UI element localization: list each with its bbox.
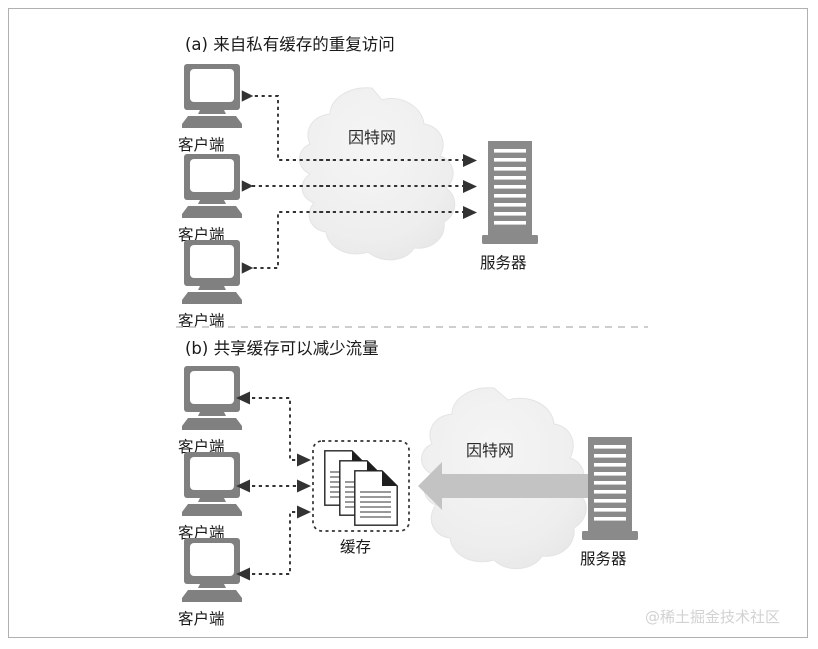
conn-b-client-1 (252, 397, 307, 461)
cache-doc-3 (354, 470, 398, 526)
panel-b-client-2-label: 客户端 (178, 524, 225, 542)
panel-a-client-3-label: 客户端 (178, 312, 225, 330)
panel-a-server-label: 服务器 (480, 254, 527, 272)
panel-a-client-2: 客户端 (178, 154, 242, 244)
panel-b-client-3-label: 客户端 (178, 610, 225, 628)
panel-b-cloud-label: 因特网 (466, 441, 514, 460)
panel-a-server-arrowheads (463, 154, 477, 219)
panel-b-connections (252, 397, 307, 575)
panel-b-title: (b) 共享缓存可以减少流量 (185, 339, 379, 358)
panel-b-arrowheads (236, 391, 311, 581)
conn-b-client-3 (252, 511, 307, 575)
panel-b-traffic-arrow (418, 462, 612, 510)
panel-b-client-3: 客户端 (178, 538, 242, 628)
panel-b-client-2: 客户端 (178, 452, 242, 542)
panel-b-client-1-label: 客户端 (178, 438, 225, 456)
watermark: @稀土掘金技术社区 (645, 608, 780, 626)
panel-a-client-1-label: 客户端 (178, 136, 225, 154)
panel-a-client-1: 客户端 (178, 64, 242, 154)
panel-b-client-1: 客户端 (178, 366, 242, 456)
panel-a-internet-cloud: 因特网 (299, 87, 456, 261)
panel-a: (a) 来自私有缓存的重复访问 因特网 客户端 客户端 客户端 (178, 35, 538, 330)
panel-a-cloud-label: 因特网 (348, 128, 396, 147)
panel-b-server: 服务器 (580, 437, 638, 568)
panel-a-client-3: 客户端 (178, 240, 242, 330)
panel-b-cache: 缓存 (312, 440, 410, 556)
panel-b: (b) 共享缓存可以减少流量 因特网 客户端 客户端 客户端 (178, 339, 638, 628)
panel-a-title: (a) 来自私有缓存的重复访问 (185, 35, 395, 54)
conn-a-client-1 (241, 90, 330, 161)
panel-a-connections (241, 90, 472, 274)
panel-a-server: 服务器 (480, 141, 538, 272)
panel-b-cache-label: 缓存 (340, 538, 371, 556)
panel-b-server-label: 服务器 (580, 550, 627, 568)
panel-a-client-2-label: 客户端 (178, 226, 225, 244)
